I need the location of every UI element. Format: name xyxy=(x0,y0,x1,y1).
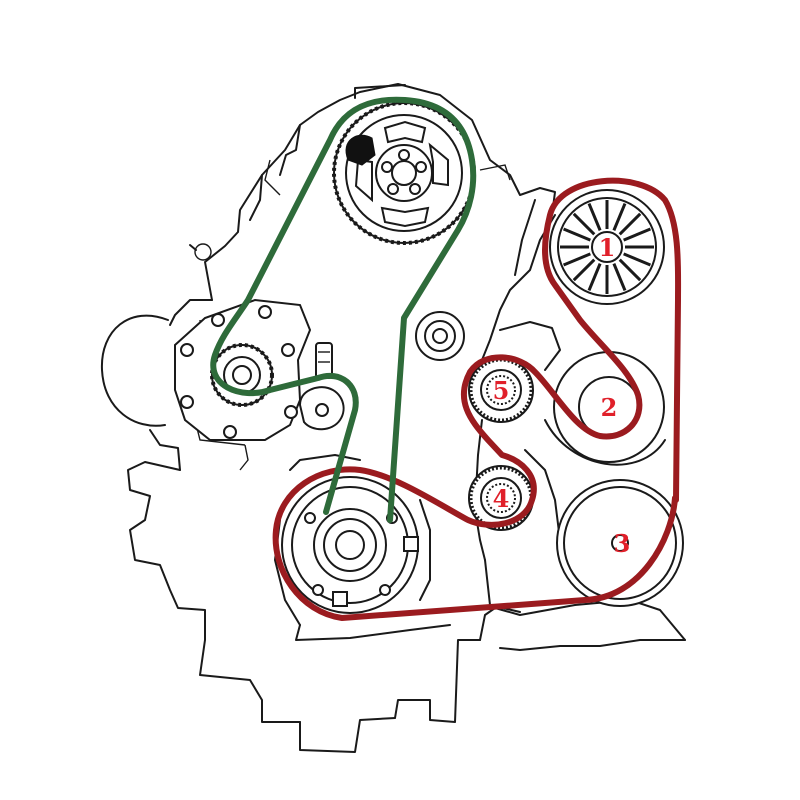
alternator-fan-blades xyxy=(560,200,654,294)
label-2: 2 xyxy=(601,393,618,422)
fan-spoke xyxy=(612,203,627,231)
fan-spoke xyxy=(563,227,591,242)
timing-idler-pulley xyxy=(415,311,465,361)
alternator-pulley xyxy=(549,189,665,305)
timing-mark-fill xyxy=(345,134,376,166)
fan-spoke xyxy=(587,263,602,291)
fan-spoke xyxy=(612,263,627,291)
label-3: 3 xyxy=(614,529,631,558)
label-4: 4 xyxy=(493,484,510,513)
camshaft-sprocket xyxy=(332,101,476,245)
crankshaft-pulley xyxy=(281,476,419,614)
water-pump-sprocket xyxy=(210,343,274,407)
power-steering-pulley xyxy=(553,351,665,463)
fan-spoke xyxy=(563,252,591,267)
fan-spoke xyxy=(572,258,596,282)
idler-bracket xyxy=(298,342,345,431)
label-5: 5 xyxy=(493,376,510,405)
fan-spoke xyxy=(587,203,602,231)
fan-spoke xyxy=(623,227,651,242)
ac-compressor-pulley xyxy=(556,479,684,607)
fan-spoke xyxy=(572,212,596,236)
fan-spoke xyxy=(618,258,642,282)
camshaft-sprocket-windows xyxy=(345,120,449,228)
label-1: 1 xyxy=(599,233,616,262)
accessory-belt xyxy=(272,177,682,621)
pulley-labels: 1 2 3 4 5 xyxy=(493,233,631,558)
timing-belt xyxy=(210,96,477,523)
fan-spoke xyxy=(623,252,651,267)
fan-spoke xyxy=(618,212,642,236)
lower-idler-pulley xyxy=(468,465,534,531)
